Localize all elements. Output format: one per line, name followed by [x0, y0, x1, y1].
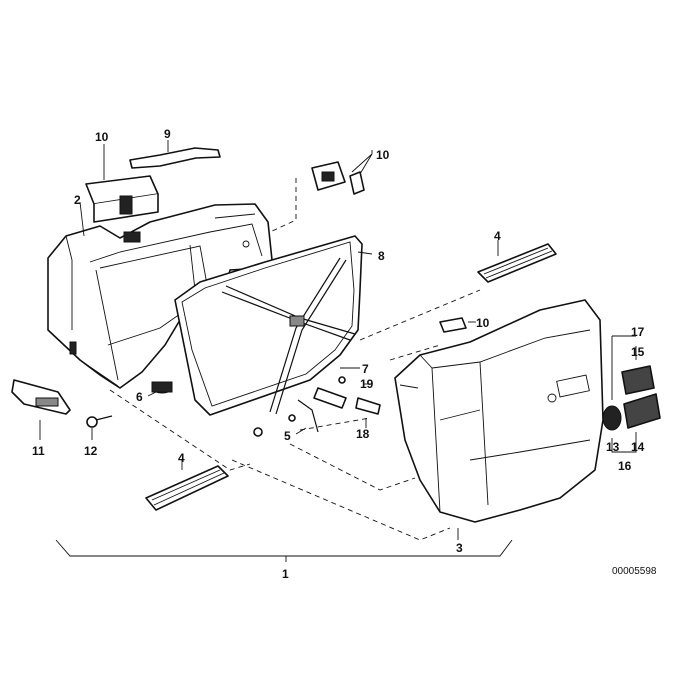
callout-5: 5: [284, 429, 291, 443]
callout-4-lower: 4: [178, 451, 185, 465]
callout-14: 14: [631, 440, 645, 454]
drawing-number: 00005598: [612, 566, 657, 577]
grip-block: [85, 175, 159, 223]
rubber-grommet: [151, 381, 173, 394]
callout-4-upper: 4: [494, 229, 501, 243]
callout-10-left: 10: [95, 130, 109, 144]
rail-strip-upper: [477, 243, 557, 283]
callout-10-top: 10: [376, 148, 390, 162]
callout-18: 18: [356, 427, 370, 441]
callout-10-right: 10: [476, 316, 490, 330]
callout-11: 11: [32, 444, 45, 458]
latch-upper: [311, 161, 365, 195]
callout-19: 19: [360, 377, 374, 391]
callout-17: 17: [631, 325, 645, 339]
callout-9: 9: [164, 127, 171, 141]
callout-1: 1: [282, 567, 289, 581]
handle: [129, 147, 221, 169]
callout-12: 12: [84, 444, 98, 458]
lid-frame: [174, 235, 363, 416]
dashed-guides: [109, 178, 481, 541]
callout-2: 2: [74, 193, 81, 207]
lock-assembly: [11, 379, 71, 415]
callout-7: 7: [362, 362, 369, 376]
leader-lines: [39, 140, 637, 562]
reflector-set: [602, 365, 661, 431]
callout-16: 16: [618, 459, 632, 473]
left-case-body: [47, 203, 273, 389]
callout-6: 6: [136, 390, 143, 404]
stay-rod: [253, 399, 319, 437]
callout-8: 8: [378, 249, 385, 263]
right-case-body: [394, 299, 604, 523]
clip: [439, 317, 467, 333]
key: [86, 415, 113, 428]
callout-13: 13: [606, 440, 620, 454]
callout-3: 3: [456, 541, 463, 555]
callout-15: 15: [631, 345, 645, 359]
hinge-bracket: [313, 376, 381, 415]
